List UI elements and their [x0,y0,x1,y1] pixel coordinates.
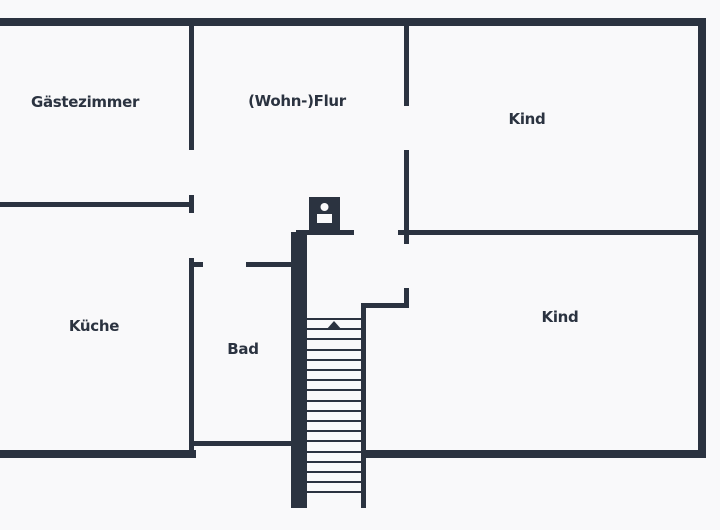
walls [0,18,706,508]
outer-wall-top [0,18,706,26]
wall-hall-child-lower [404,288,409,308]
wall-guest-kitchen [0,202,192,207]
wall-stub-guest [189,195,194,213]
wall-stub-kitchen-door [189,262,203,267]
room-label-bathroom: Bad [227,340,259,358]
stair-tread [307,338,362,340]
wall-hall-child-middle [404,150,409,244]
stair-tread [307,400,362,402]
room-label-child-upper: Kind [508,110,546,128]
stair-direction-arrow [326,321,342,330]
wall-stair-thick [291,232,307,508]
outer-wall-bottom-left [0,450,196,458]
stair-tread [307,440,362,442]
stair-tread [307,349,362,351]
stair-tread [307,471,362,473]
staircase [307,318,362,493]
wall-guest-hall [189,18,194,150]
room-label-guest-room: Gästezimmer [30,93,140,111]
wall-kitchen-bath [189,258,194,458]
wall-hall-child-upper [404,18,409,106]
room-label-child-lower: Kind [541,308,579,326]
wall-stair-right [361,303,366,508]
stair-tread [307,359,362,361]
stair-tread [307,318,362,320]
wall-stair-right-top [363,303,409,308]
wall-bath-bottom [192,441,292,446]
stair-tread [307,451,362,453]
outer-wall-bottom-right [363,450,706,458]
wall-bath-top [246,262,294,267]
outer-wall-right [698,18,706,458]
stair-tread [307,481,362,483]
stair-tread [307,420,362,422]
chimney-icon [309,197,340,230]
stair-tread [307,389,362,391]
stair-tread [307,410,362,412]
stair-tread [307,461,362,463]
wall-landing-top [296,230,354,235]
stair-tread [307,369,362,371]
stair-tread [307,430,362,432]
stair-tread [307,491,362,493]
wall-child-child [404,230,704,235]
room-label-kitchen: Küche [68,317,120,335]
room-label-hallway: (Wohn-)Flur [248,92,346,110]
wall-stub-landing [398,230,408,235]
stair-tread [307,379,362,381]
